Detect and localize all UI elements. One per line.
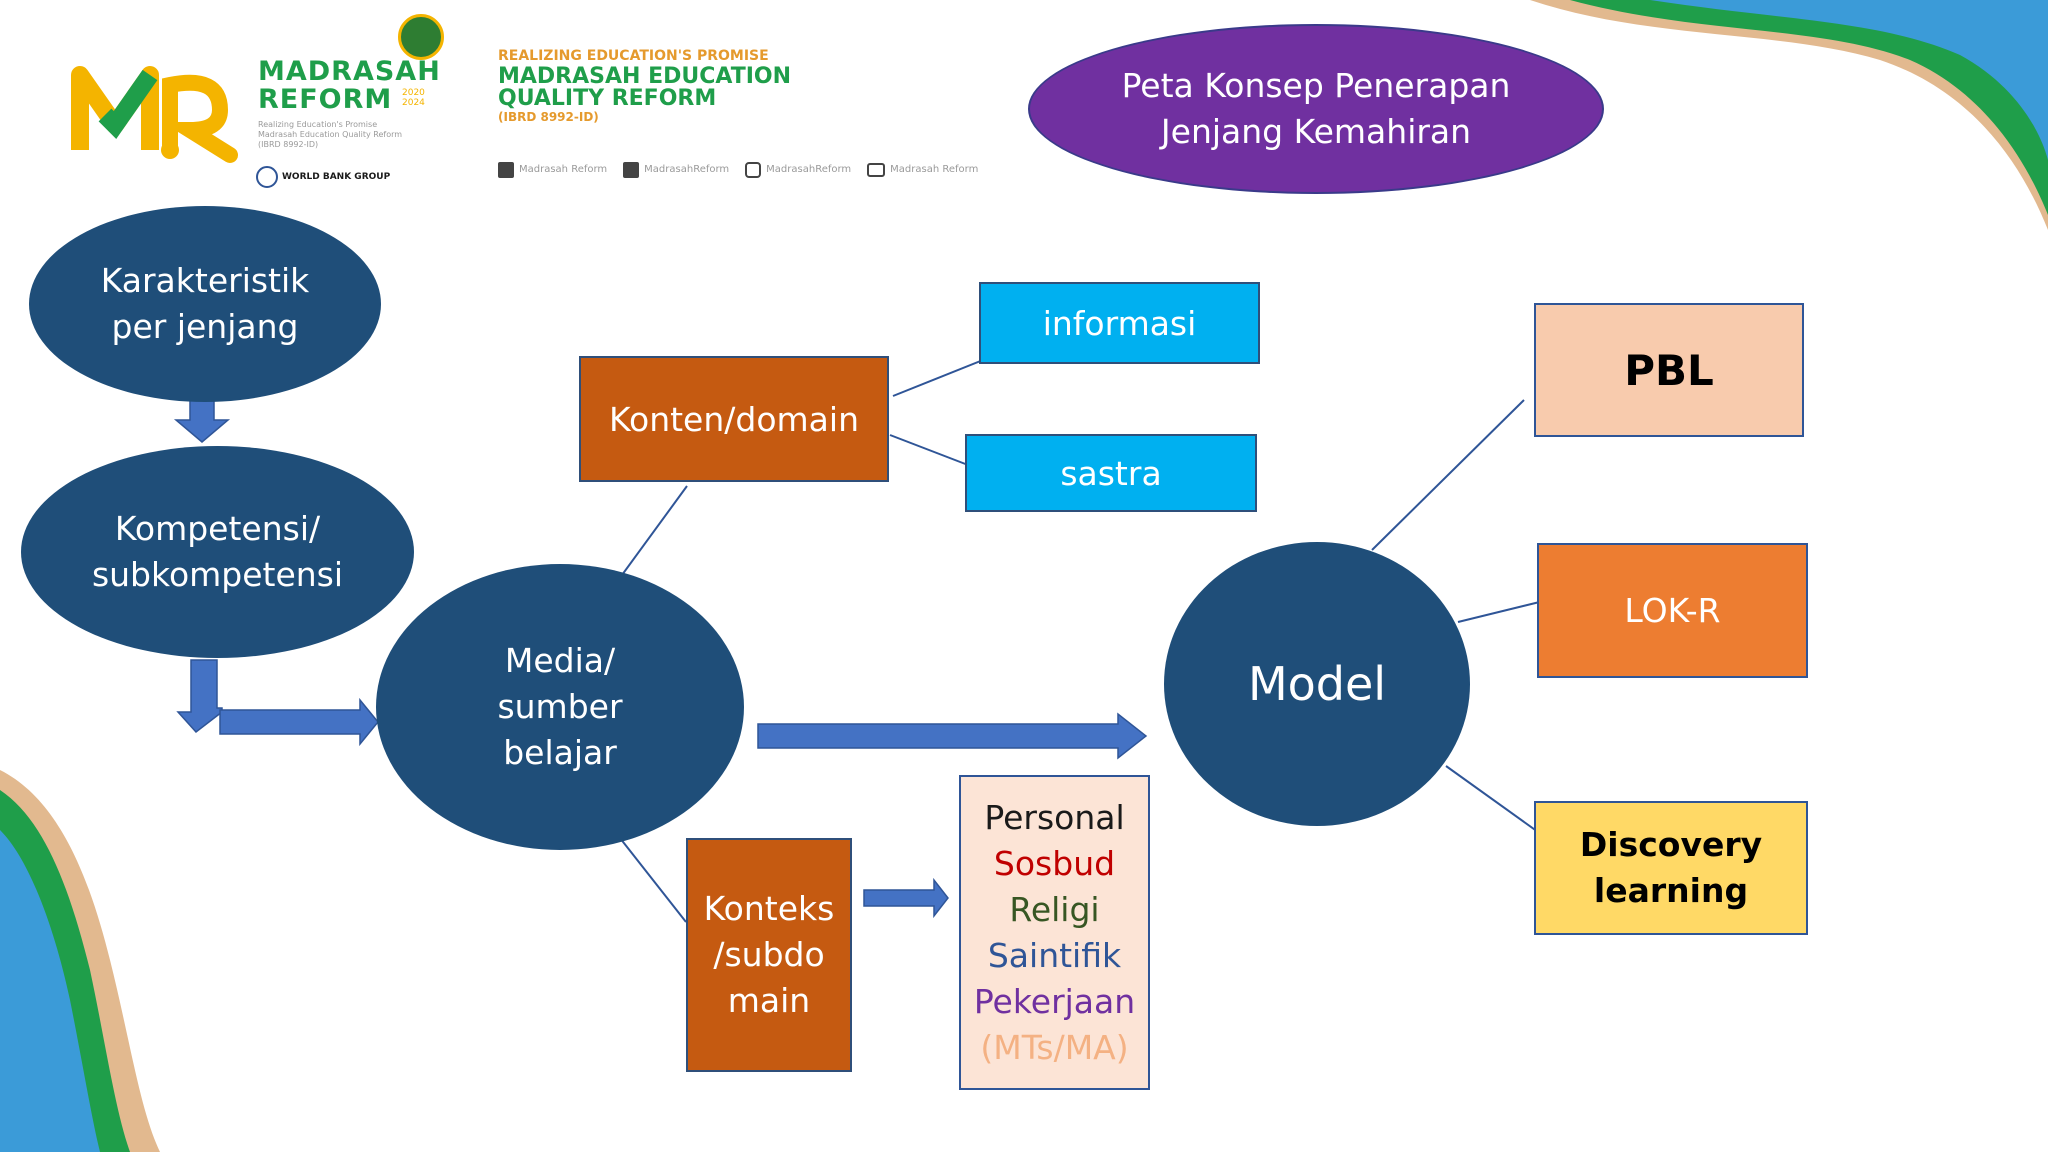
social-links: Madrasah Reform MadrasahReform MadrasahR…	[498, 162, 978, 178]
node-konteks-subdomain: Konteks /subdo main	[686, 838, 852, 1072]
facebook-icon	[498, 162, 514, 178]
node-karakteristik: Karakteristik per jenjang	[29, 206, 381, 402]
mr-logo-icon	[71, 66, 238, 163]
meqr-line1: MADRASAH EDUCATION	[498, 64, 792, 89]
globe-icon	[256, 166, 278, 188]
arrow-right-to-media	[219, 697, 379, 747]
node-informasi: informasi	[979, 282, 1260, 364]
context-item-sosbud: Sosbud	[993, 843, 1116, 883]
line-model-pbl	[1371, 399, 1525, 551]
context-item-religi: Religi	[1009, 889, 1100, 929]
social-twitter[interactable]: MadrasahReform	[623, 162, 729, 178]
ibrd-label: (IBRD 8992-ID)	[498, 110, 599, 124]
social-youtube[interactable]: Madrasah Reform	[867, 163, 978, 177]
arrow-media-model	[757, 712, 1148, 760]
logo-title-line1: MADRASAH	[258, 56, 441, 87]
node-pbl: PBL	[1534, 303, 1804, 437]
meqr-line2: QUALITY REFORM	[498, 86, 717, 111]
promise-line: REALIZING EDUCATION'S PROMISE	[498, 48, 769, 64]
node-media-sumber-belajar: Media/ sumber belajar	[376, 564, 744, 850]
context-item-mts-ma: (MTs/MA)	[980, 1027, 1129, 1067]
worldbank-label: WORLD BANK GROUP	[282, 172, 391, 182]
context-item-personal: Personal	[984, 797, 1125, 837]
node-discovery-learning: Discovery learning	[1534, 801, 1808, 935]
arrow-elbow-kompetensi-media	[176, 659, 223, 734]
madrasah-reform-logo	[70, 55, 250, 165]
social-facebook[interactable]: Madrasah Reform	[498, 162, 607, 178]
social-instagram[interactable]: MadrasahReform	[745, 162, 851, 178]
logo-years: 2020 2024	[402, 88, 425, 108]
node-lok-r: LOK-R	[1537, 543, 1808, 678]
node-kompetensi: Kompetensi/ subkompetensi	[21, 446, 414, 658]
instagram-icon	[745, 162, 762, 178]
context-item-saintifik: Saintifik	[987, 935, 1122, 975]
bottom-left-swoosh-blue	[0, 830, 100, 1152]
line-media-konten	[621, 485, 688, 576]
emblem-icon	[398, 14, 444, 60]
top-right-swoosh-blue	[1650, 0, 2048, 160]
top-right-swoosh-green	[1570, 0, 2048, 215]
worldbank-logo: WORLD BANK GROUP	[256, 166, 390, 188]
arrow-konteks-list	[863, 877, 949, 919]
context-item-pekerjaan: Pekerjaan	[973, 981, 1136, 1021]
node-konten-domain: Konten/domain	[579, 356, 889, 482]
logo-title-line2: REFORM	[258, 84, 393, 115]
node-sastra: sastra	[965, 434, 1257, 512]
youtube-icon	[867, 163, 886, 177]
logo-subtitle: Realizing Education's Promise Madrasah E…	[258, 120, 403, 149]
node-model: Model	[1164, 542, 1470, 826]
twitter-icon	[623, 162, 640, 178]
slide-title: Peta Konsep Penerapan Jenjang Kemahiran	[1028, 24, 1604, 194]
line-konten-sastra	[889, 434, 969, 466]
context-list-box: Personal Sosbud Religi Saintifik Pekerja…	[959, 775, 1150, 1090]
